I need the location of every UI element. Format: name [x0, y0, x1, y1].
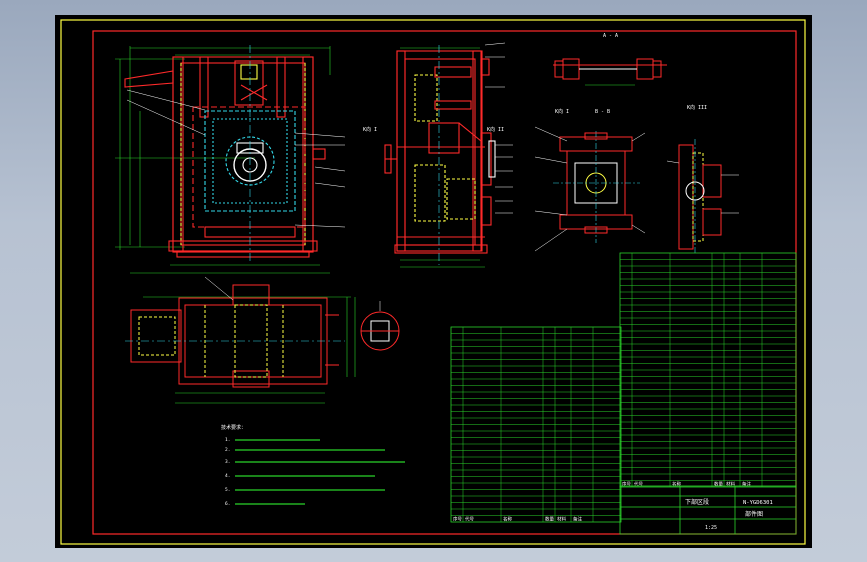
title-scale: 1:25	[705, 525, 717, 531]
table-left-header-1: 代号	[465, 516, 474, 523]
table-left-header-2: 名称	[503, 516, 512, 523]
top-view	[125, 276, 356, 404]
note-5: 5.	[225, 487, 230, 493]
callout-k2: K向 II	[487, 126, 504, 133]
note-lines	[235, 439, 405, 505]
section-a-a	[553, 58, 667, 86]
parts-table-left: 序号代号 名称 数量材料备注	[450, 326, 622, 523]
side-view	[384, 42, 513, 268]
title-block	[619, 485, 797, 535]
front-view	[115, 45, 346, 274]
note-6: 6.	[225, 501, 230, 507]
label-view-b: B - B	[595, 109, 610, 115]
table-left-header-5: 备注	[573, 516, 582, 523]
table-right-header-1: 代号	[634, 481, 643, 488]
detail-circle	[360, 301, 400, 351]
label-section-a: A - A	[603, 33, 618, 39]
table-right-header-4: 材料	[726, 481, 735, 488]
detail-k3	[666, 139, 739, 253]
notes-title: 技术要求：	[221, 424, 246, 431]
note-4: 4.	[225, 473, 230, 479]
table-right-header-5: 备注	[742, 481, 751, 488]
table-right-header-0: 序号	[622, 481, 631, 488]
table-right-header-2: 名称	[672, 481, 681, 488]
title-name: 下部区段	[685, 498, 709, 506]
table-left-header-3: 数量	[545, 516, 554, 523]
table-left-header-0: 序号	[453, 516, 462, 523]
table-right-header-3: 数量	[714, 481, 723, 488]
table-left-header-4: 材料	[557, 516, 566, 523]
outer-border	[60, 19, 806, 545]
title-type: 部件图	[745, 510, 763, 518]
cad-drawing: K向 I K向 II A - A K向 I B - B	[60, 19, 806, 545]
parts-table-right: 序号代号 名称 数量材料备注	[619, 252, 797, 488]
callout-k1: K向 I	[363, 126, 377, 133]
detail-k1	[534, 126, 646, 252]
note-2: 2.	[225, 447, 230, 453]
label-view-k3: K向 III	[687, 104, 707, 111]
note-3: 3.	[225, 459, 230, 465]
label-view-k1: K向 I	[555, 108, 569, 115]
cad-viewport[interactable]: K向 I K向 II A - A K向 I B - B	[55, 15, 812, 548]
note-1: 1.	[225, 437, 230, 443]
title-code: N-YGD6301	[743, 500, 773, 506]
technical-notes: 技术要求： 1. 2. 3. 4. 5. 6.	[221, 424, 405, 507]
